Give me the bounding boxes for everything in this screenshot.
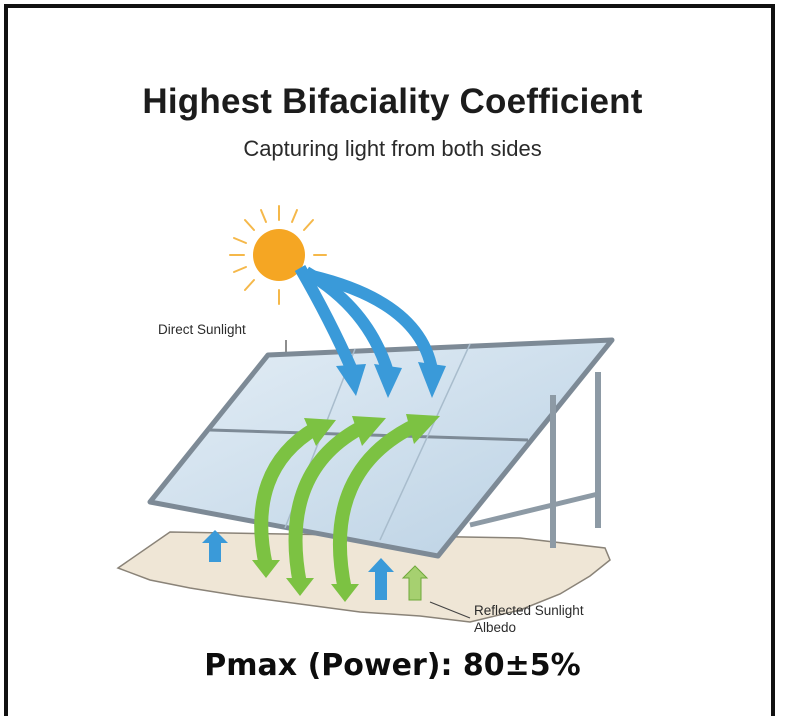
reflected-sunlight-label: Reflected Sunlight Albedo — [474, 602, 584, 636]
direct-arrowhead-1 — [336, 364, 366, 396]
reflected-label-line2: Albedo — [474, 620, 517, 635]
ground-up-arrows — [202, 530, 429, 601]
reflected-label-line1: Reflected Sunlight — [474, 603, 584, 618]
reflected-arrowtail-3 — [331, 584, 359, 602]
reflected-arrowtail-2 — [286, 578, 314, 596]
ground-shape — [116, 531, 611, 623]
reflected-arrowhead-3 — [406, 414, 440, 444]
reflected-arrowtail-1 — [252, 560, 280, 578]
reflected-arrowhead-1 — [304, 418, 336, 446]
direct-arrowhead-3 — [418, 362, 446, 398]
diagram-subtitle: Capturing light from both sides — [243, 136, 542, 161]
reflected-arrow-icon — [254, 417, 422, 592]
power-spec: Pmax (Power): 80±5% — [204, 648, 581, 683]
direct-arrow-icon — [294, 265, 438, 374]
direct-arrowhead-2 — [374, 364, 402, 398]
reflected-arrowhead-2 — [352, 416, 386, 446]
direct-sunlight-label: Direct Sunlight — [158, 322, 246, 337]
diagram-title: Highest Bifaciality Coefficient — [142, 82, 643, 121]
reflected-label-pointer — [429, 601, 471, 619]
